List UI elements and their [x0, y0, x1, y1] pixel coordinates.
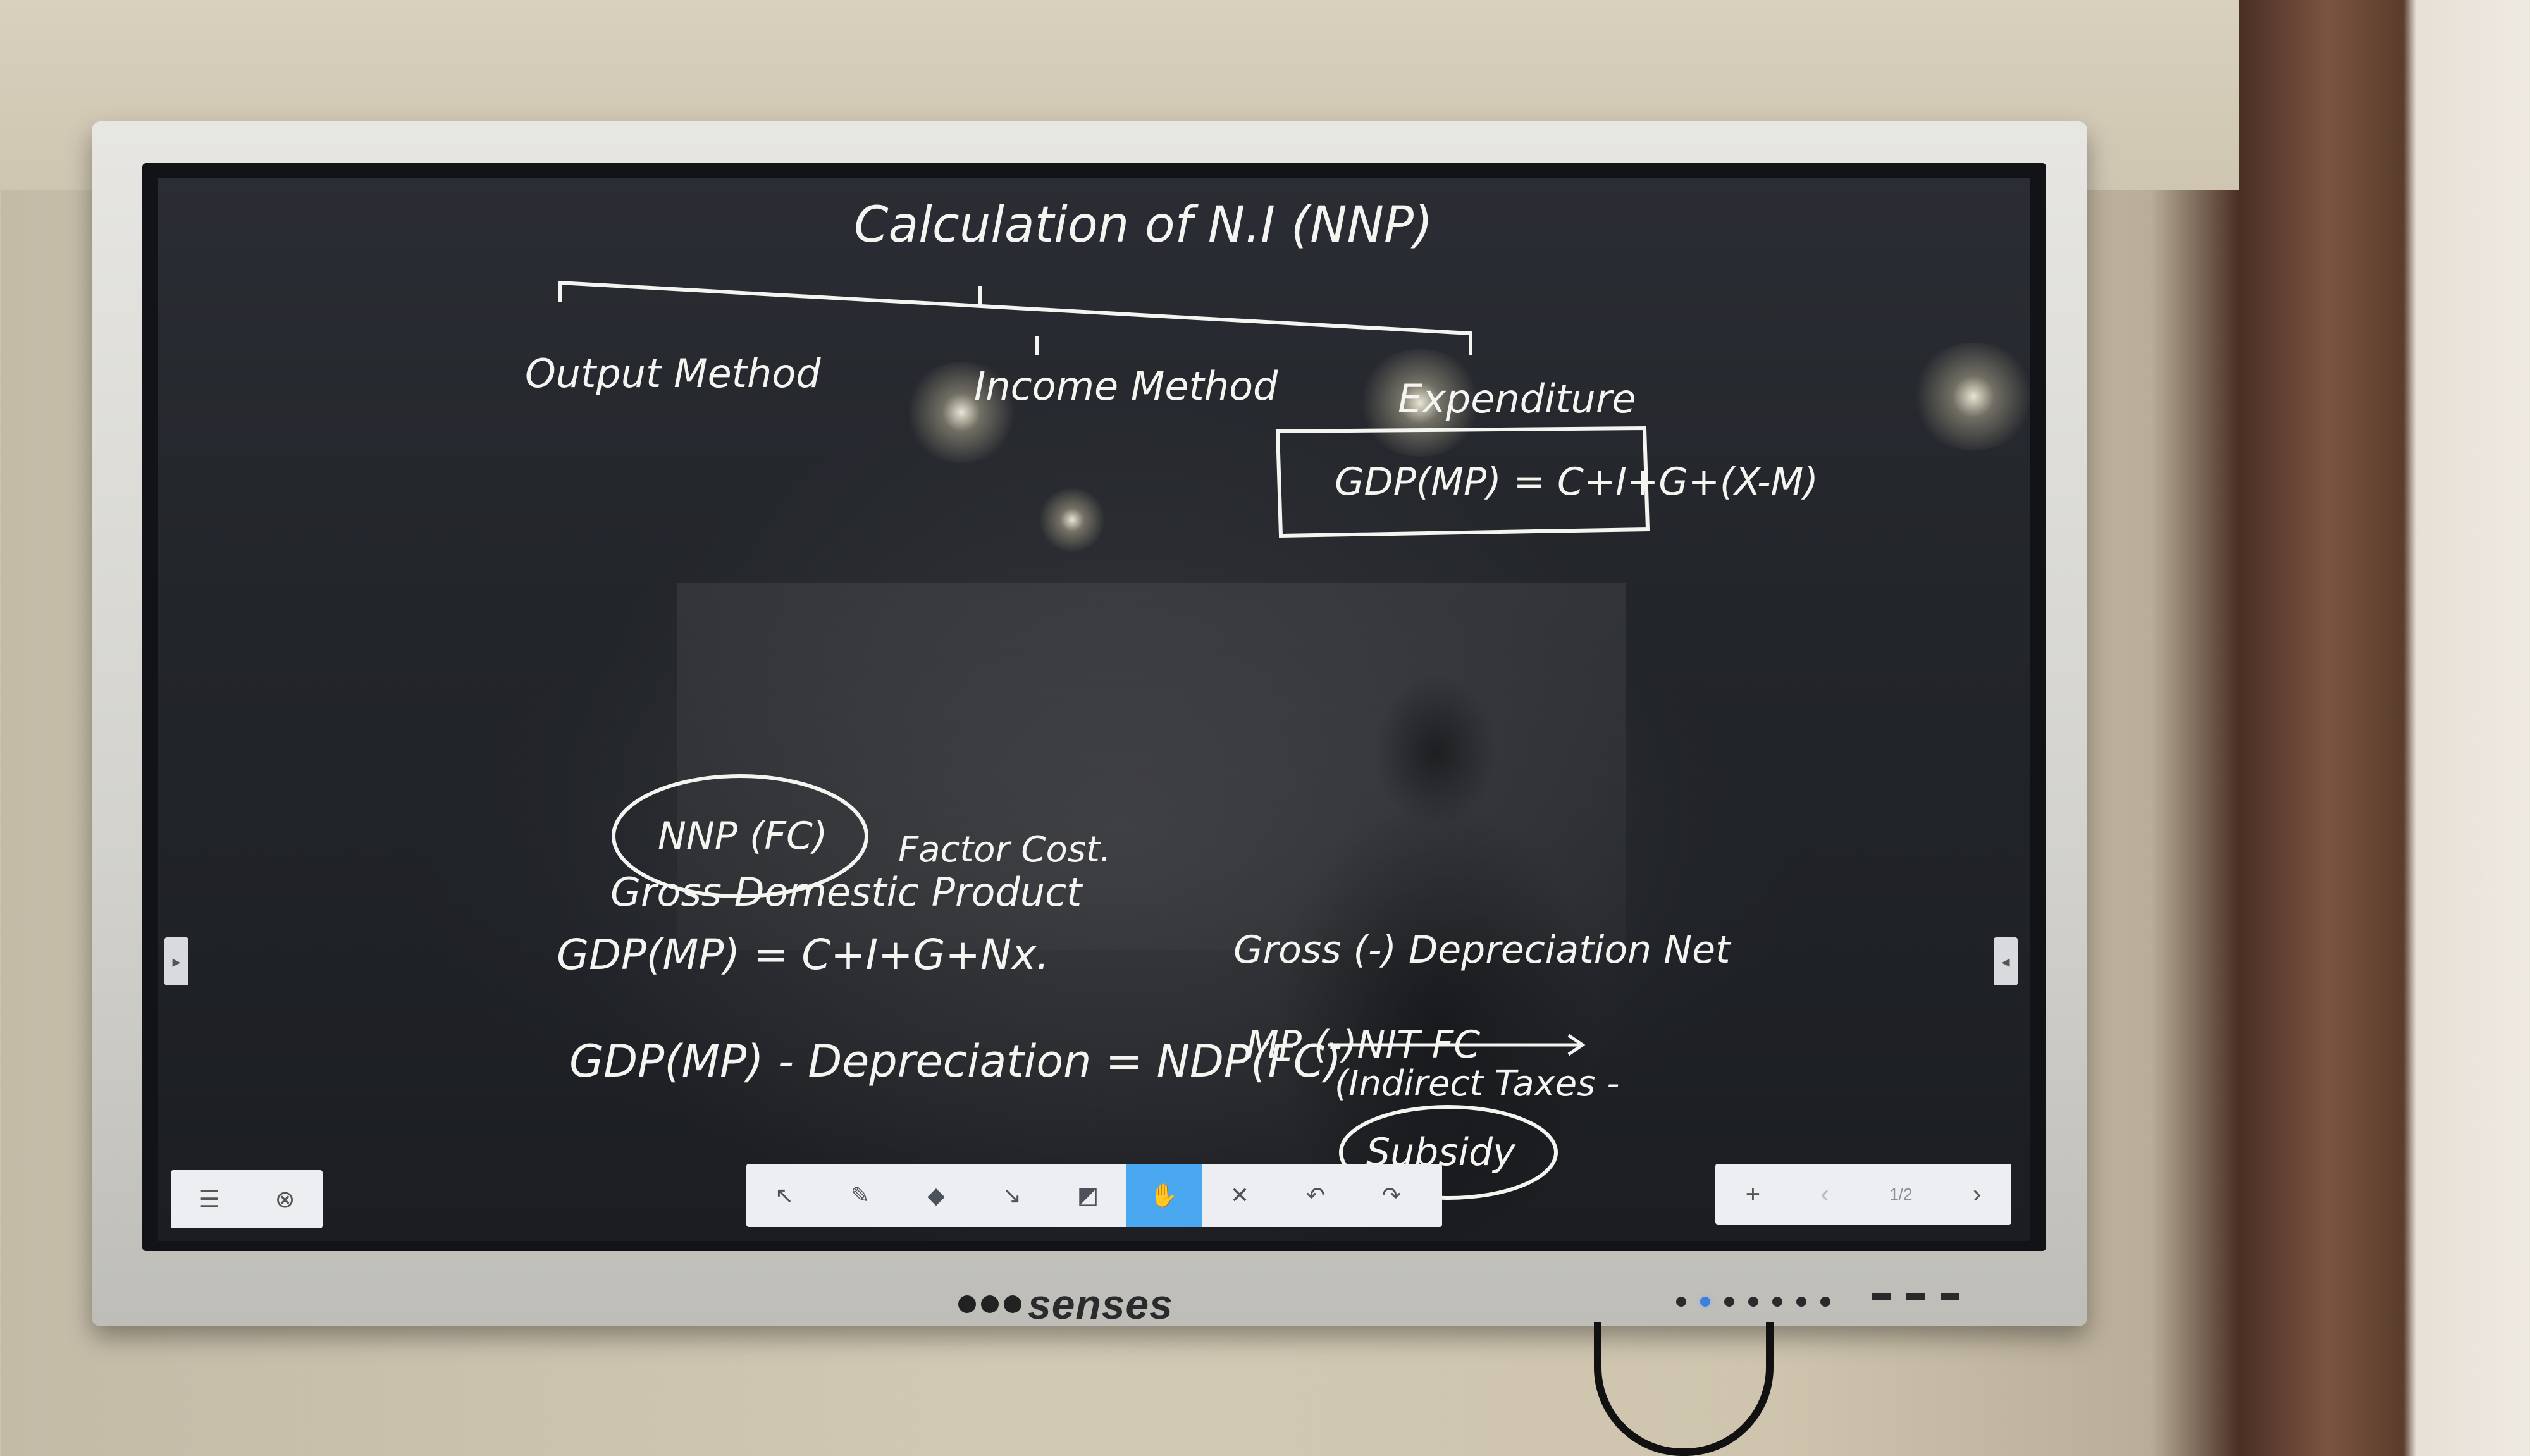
- monitor-ports: [1872, 1293, 1959, 1300]
- menu-icon[interactable]: ☰: [198, 1186, 220, 1213]
- usb-port: [1941, 1293, 1959, 1300]
- monitor-button[interactable]: [1796, 1297, 1806, 1307]
- boxed-formula: GDP(MP) = C+I+G+(X-M): [1335, 460, 1818, 504]
- monitor-buttons: [1676, 1297, 1830, 1307]
- gdp-full-text: Gross Domestic Product: [610, 869, 1083, 915]
- whiteboard-screen[interactable]: Calculation of N.I (NNP) Output Method I…: [158, 178, 2030, 1241]
- factor-cost-text: Factor Cost.: [898, 829, 1111, 870]
- chevron-right-icon: ▸: [172, 951, 181, 971]
- undo-tool-icon[interactable]: ↶: [1305, 1182, 1326, 1208]
- ceiling-light-reflection: [1910, 343, 2030, 450]
- ceiling-light-reflection: [1037, 488, 1107, 552]
- nnp-circle: [612, 774, 868, 898]
- ndp-formula: GDP(MP) - Depreciation = NDP(FC): [569, 1035, 1342, 1087]
- monitor-button[interactable]: [1676, 1297, 1686, 1307]
- shape-tool-icon[interactable]: ◩: [1077, 1182, 1099, 1208]
- title-text: Calculation of N.I (NNP): [854, 197, 1433, 254]
- usb-port: [1906, 1293, 1925, 1300]
- page-navigation: + ‹ 1/2 ›: [1715, 1164, 2011, 1225]
- usb-port: [1872, 1293, 1891, 1300]
- expenditure-label: Expenditure: [1398, 376, 1636, 422]
- brand-dots: [958, 1295, 1021, 1313]
- clear-tool-icon[interactable]: ✕: [1230, 1182, 1250, 1208]
- monitor-button[interactable]: [1820, 1297, 1830, 1307]
- branch-lines: [558, 280, 1472, 355]
- mp-fc-arrow: [1328, 1033, 1586, 1056]
- hand-tool-icon[interactable]: ✋: [1126, 1164, 1202, 1227]
- pointer-tool-icon[interactable]: ↘: [1002, 1182, 1022, 1208]
- page-indicator: 1/2: [1889, 1184, 1913, 1204]
- subsidy-circle: [1339, 1105, 1558, 1200]
- formula-box: [1275, 426, 1650, 538]
- gross-net-text: Gross (-) Depreciation Net: [1233, 928, 1732, 972]
- prev-page-button[interactable]: ‹: [1820, 1180, 1829, 1208]
- pen-tool-icon[interactable]: ✎: [850, 1182, 870, 1208]
- ceiling-light-reflection: [904, 362, 1018, 463]
- add-page-button[interactable]: +: [1745, 1180, 1761, 1208]
- handwriting-layer: Calculation of N.I (NNP) Output Method I…: [525, 197, 1818, 1200]
- monitor-button[interactable]: [1772, 1297, 1782, 1307]
- left-control-panel: ☰ ⊗: [171, 1170, 323, 1228]
- next-page-button[interactable]: ›: [1972, 1180, 1982, 1208]
- eraser-tool-icon[interactable]: ◆: [927, 1182, 945, 1208]
- select-tool-icon[interactable]: ↖: [774, 1182, 794, 1208]
- reflection-person: [1271, 631, 1626, 1241]
- chevron-left-icon: ◂: [2001, 951, 2010, 971]
- indirect-taxes-text: (Indirect Taxes -: [1335, 1063, 1619, 1104]
- power-cable: [1594, 1322, 1774, 1456]
- monitor-button[interactable]: [1724, 1297, 1734, 1307]
- redo-tool-icon[interactable]: ↷: [1381, 1182, 1402, 1208]
- brand-logo: senses: [958, 1280, 1173, 1328]
- monitor-button[interactable]: [1748, 1297, 1758, 1307]
- left-side-tab[interactable]: ▸: [164, 937, 188, 985]
- nnp-text: NNP (FC): [658, 814, 827, 858]
- close-icon[interactable]: ⊗: [275, 1186, 295, 1213]
- brand-name: senses: [1028, 1281, 1173, 1328]
- gdp-formula: GDP(MP) = C+I+G+Nx.: [557, 930, 1049, 979]
- income-method-label: Income Method: [974, 363, 1278, 409]
- output-method-label: Output Method: [525, 350, 821, 397]
- power-led: [1700, 1297, 1710, 1307]
- right-side-tab[interactable]: ◂: [1994, 937, 2018, 985]
- drawing-toolbar: ↖ ✎ ◆ ↘ ◩ ✋ ✕ ↶ ↷: [746, 1164, 1442, 1227]
- ceiling-light-reflection: [1357, 349, 1483, 457]
